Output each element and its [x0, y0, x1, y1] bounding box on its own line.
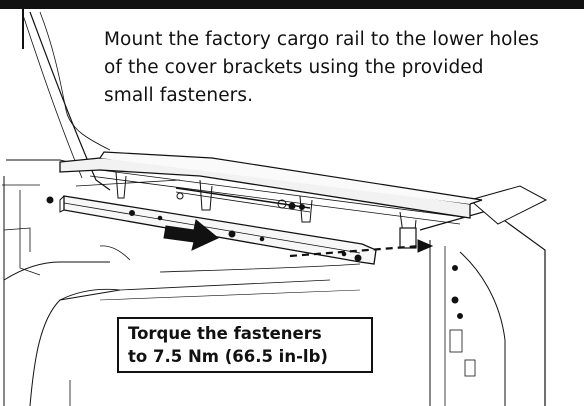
arrow-right-icon [163, 219, 219, 251]
dashed-arrow-icon [289, 239, 434, 258]
factory-cargo-rail [59, 195, 377, 265]
bolt-icon [46, 196, 54, 204]
bed-wall-left [3, 176, 121, 406]
cover-brackets [115, 171, 417, 249]
bed-floor [99, 245, 361, 301]
instruction-text: Mount the factory cargo rail to the lowe… [104, 29, 540, 106]
cover-rail [59, 151, 483, 225]
torque-callout: Torque the fasteners to 7.5 Nm (66.5 in-… [117, 317, 373, 373]
tailgate-outline [419, 185, 548, 406]
header-bar [0, 0, 584, 9]
page-edge-tab [0, 9, 24, 49]
